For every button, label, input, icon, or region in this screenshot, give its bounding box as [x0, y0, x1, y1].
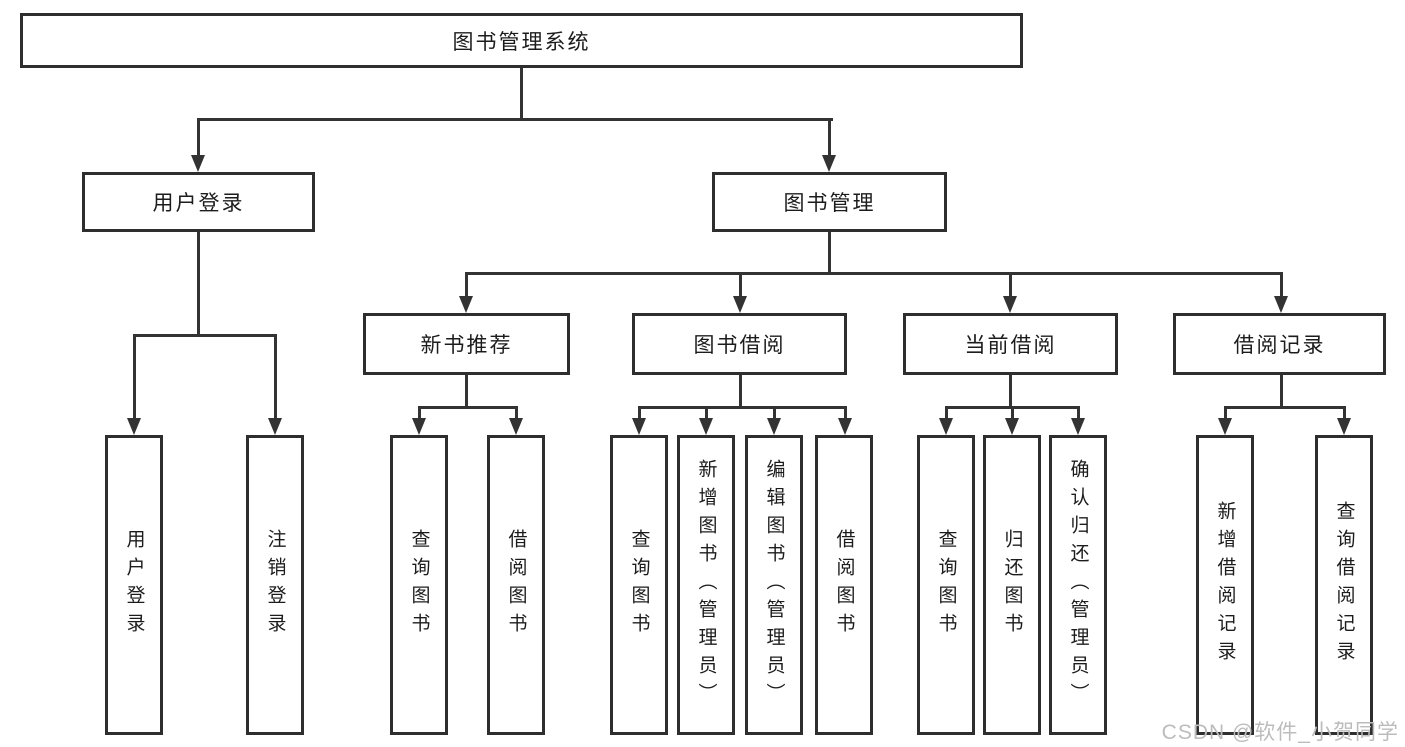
connector-drop: [638, 406, 641, 421]
connector-bus: [638, 406, 847, 409]
connector-drop: [1009, 272, 1012, 300]
connector-drop: [1280, 272, 1283, 300]
arrow-down-icon: [412, 418, 426, 435]
node-label: 图书管理系统: [452, 30, 591, 54]
node-label: 借阅记录: [1233, 334, 1326, 357]
connector-stub: [828, 232, 831, 274]
arrow-down-icon: [1274, 296, 1288, 313]
arrow-down-icon: [822, 155, 836, 172]
node-borrow-records: 借阅记录: [1173, 313, 1386, 375]
node-label: 借阅图书: [833, 529, 855, 641]
arrow-down-icon: [699, 418, 713, 435]
node-leaf-query-books-recommend: 查询图书: [390, 435, 448, 735]
node-label: 用户登录: [152, 192, 245, 215]
node-leaf-return-book: 归还图书: [983, 435, 1041, 735]
arrow-down-icon: [1005, 418, 1019, 435]
connector-drop: [1343, 406, 1346, 421]
connector-drop: [515, 406, 518, 421]
connector-drop: [1011, 406, 1014, 421]
node-leaf-borrow-books: 借阅图书: [815, 435, 873, 735]
node-label: 图书借阅: [693, 334, 786, 357]
node-leaf-user-login: 用户登录: [105, 435, 163, 735]
arrow-down-icon: [939, 418, 953, 435]
node-leaf-confirm-return-admin: 确认归还（管理员）: [1049, 435, 1107, 735]
connector-drop: [945, 406, 948, 421]
connector-drop: [1077, 406, 1080, 421]
arrow-down-icon: [767, 418, 781, 435]
connector-drop: [418, 406, 421, 421]
node-current-borrowing: 当前借阅: [903, 313, 1118, 375]
arrow-down-icon: [459, 296, 473, 313]
node-leaf-query-books-current: 查询图书: [917, 435, 975, 735]
connector-stub: [1009, 375, 1012, 409]
connector-root-bus: [197, 118, 833, 121]
arrow-down-icon: [1218, 418, 1232, 435]
node-leaf-add-borrow-record: 新增借阅记录: [1196, 435, 1254, 735]
connector-drop: [705, 406, 708, 421]
node-leaf-add-book-admin: 新增图书（管理员）: [677, 435, 735, 735]
node-label: 查询图书: [408, 529, 430, 641]
connector-bus: [465, 272, 1282, 275]
connector-stub: [465, 375, 468, 409]
connector-drop: [828, 118, 831, 158]
connector-bus: [418, 406, 518, 409]
connector-drop: [197, 118, 200, 158]
node-new-book-recommend: 新书推荐: [363, 313, 570, 375]
arrow-down-icon: [632, 418, 646, 435]
arrow-down-icon: [1337, 418, 1351, 435]
node-label: 归还图书: [1001, 529, 1023, 641]
node-user-login: 用户登录: [82, 172, 315, 232]
arrow-down-icon: [1071, 418, 1085, 435]
arrow-down-icon: [1003, 296, 1017, 313]
arrow-down-icon: [268, 418, 282, 435]
node-label: 查询图书: [628, 529, 650, 641]
node-book-management: 图书管理: [712, 172, 947, 232]
csdn-watermark: CSDN @软件_小贺同学: [1161, 721, 1399, 744]
node-label: 借阅图书: [505, 529, 527, 641]
node-leaf-query-borrow-record: 查询借阅记录: [1315, 435, 1373, 735]
node-label: 用户登录: [123, 529, 145, 641]
node-label: 注销登录: [264, 529, 286, 641]
node-label: 新书推荐: [420, 334, 513, 357]
node-label: 新增图书（管理员）: [695, 459, 717, 711]
node-label: 当前借阅: [964, 334, 1057, 357]
connector-drop: [844, 406, 847, 421]
arrow-down-icon: [509, 418, 523, 435]
node-label: 查询借阅记录: [1333, 501, 1355, 669]
arrow-down-icon: [838, 418, 852, 435]
node-label: 查询图书: [935, 529, 957, 641]
arrow-down-icon: [127, 418, 141, 435]
connector-drop: [773, 406, 776, 421]
node-book-borrowing: 图书借阅: [632, 313, 847, 375]
connector-drop: [133, 334, 136, 422]
connector-drop: [1224, 406, 1227, 421]
connector-bus: [1224, 406, 1345, 409]
arrow-down-icon: [733, 296, 747, 313]
node-label: 确认归还（管理员）: [1067, 459, 1089, 711]
connector-drop: [274, 334, 277, 422]
connector-root-stub: [520, 68, 523, 120]
connector-stub: [1280, 375, 1283, 409]
connector-stub: [197, 232, 200, 336]
node-label: 编辑图书（管理员）: [763, 459, 785, 711]
node-library-system: 图书管理系统: [20, 13, 1023, 68]
connector-drop: [465, 272, 468, 300]
node-leaf-logout: 注销登录: [246, 435, 304, 735]
node-leaf-edit-book-admin: 编辑图书（管理员）: [745, 435, 803, 735]
node-label: 图书管理: [783, 192, 876, 215]
node-leaf-query-books: 查询图书: [610, 435, 668, 735]
node-label: 新增借阅记录: [1214, 501, 1236, 669]
arrow-down-icon: [191, 155, 205, 172]
connector-bus: [133, 334, 277, 337]
connector-stub: [739, 375, 742, 409]
node-leaf-borrow-books-recommend: 借阅图书: [487, 435, 545, 735]
connector-drop: [739, 272, 742, 300]
